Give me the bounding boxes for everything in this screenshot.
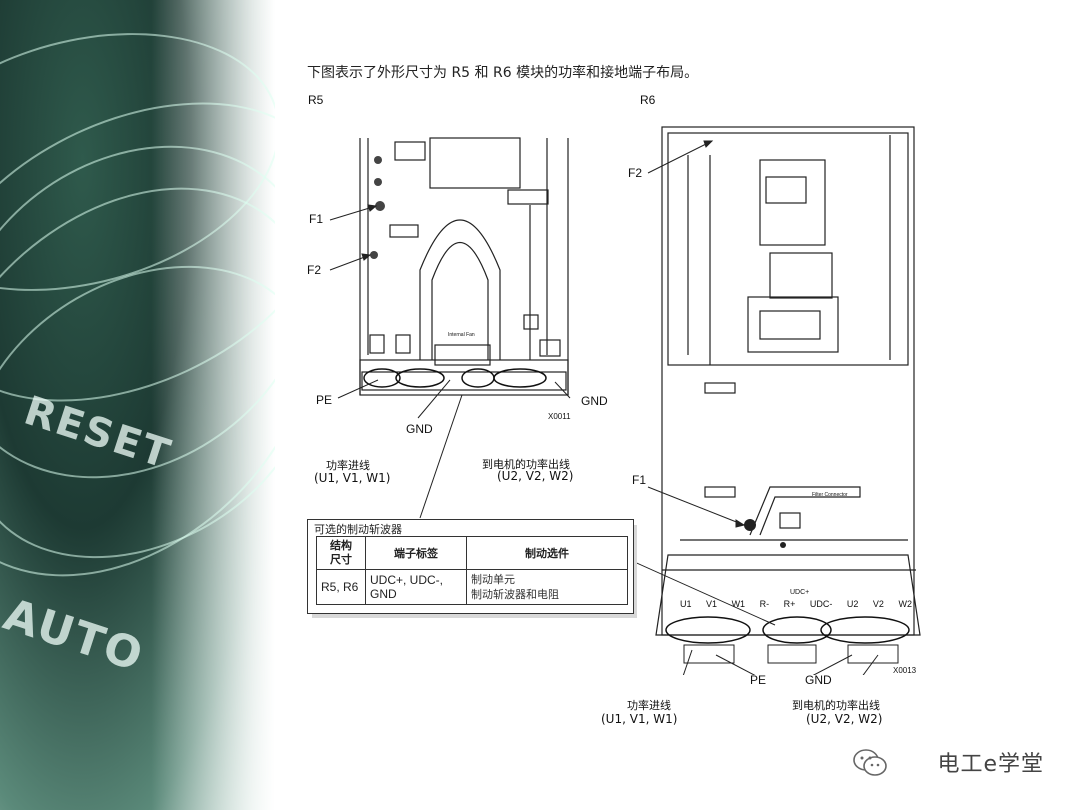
r5-label-f1: F1 <box>309 212 324 226</box>
terminal-label: V1 <box>706 599 718 609</box>
r6-label-f2: F2 <box>628 166 643 180</box>
cell-terminals-line1: UDC+, UDC-, <box>370 573 444 587</box>
r6-power-in-terms: (U1, V1, W1) <box>601 712 678 726</box>
terminal-label: R+ <box>783 599 796 609</box>
r6-label-gnd: GND <box>805 673 832 687</box>
r5-power-in-title: 功率进线 <box>326 459 370 472</box>
cell-option-line1: 制动单元 <box>471 573 515 586</box>
r6-title: R6 <box>640 93 656 107</box>
r6-label-pe: PE <box>750 673 767 687</box>
header-option: 制动选件 <box>466 536 628 570</box>
r5-diagram <box>329 137 571 419</box>
cell-option: 制动单元 制动斩波器和电阻 <box>466 569 628 605</box>
decorative-banner: RESET AUTO <box>0 0 275 810</box>
r5-fan-tag: Internal Fan <box>448 332 475 338</box>
r5-power-out-title: 到电机的功率出线 <box>482 458 570 471</box>
header-terminals: 端子标签 <box>365 536 467 570</box>
table-row: R5, R6 UDC+, UDC-, GND 制动单元 制动斩波器和电阻 <box>316 569 628 605</box>
terminal-label: R- <box>759 599 770 609</box>
page-caption: 下图表示了外形尺寸为 R5 和 R6 模块的功率和接地端子布局。 <box>307 65 699 81</box>
r6-module-tag: Filter Connector <box>812 492 848 498</box>
r6-power-out-terms: (U2, V2, W2) <box>806 712 883 726</box>
cell-option-line2: 制动斩波器和电阻 <box>471 588 559 601</box>
brake-chopper-table: 可选的制动斩波器 结构 尺寸 端子标签 制动选件 R5, R6 UDC+, UD… <box>307 519 634 614</box>
r6-power-out-title: 到电机的功率出线 <box>792 699 880 712</box>
watermark-text: 电工e学堂 <box>937 752 1044 777</box>
r5-title: R5 <box>308 93 324 107</box>
wechat-icon <box>853 749 887 776</box>
r6-power-in-title: 功率进线 <box>627 699 671 712</box>
terminal-label: U2 <box>846 599 859 609</box>
cell-terminals-line2: GND <box>370 587 397 601</box>
table-header-row: 结构 尺寸 端子标签 制动选件 <box>316 536 628 570</box>
r5-power-in-terms: (U1, V1, W1) <box>314 471 391 485</box>
r6-label-f1: F1 <box>632 473 647 487</box>
r5-power-out-terms: (U2, V2, W2) <box>497 469 574 483</box>
terminal-label: V2 <box>872 599 884 609</box>
r5-label-pe: PE <box>316 393 333 407</box>
header-size: 结构 尺寸 <box>316 536 366 570</box>
r6-udc-plus: UDC+ <box>790 589 810 596</box>
terminal-label: W2 <box>898 599 912 609</box>
r6-terminal-strip: U1 V1 W1 R- R+ UDC- U2 V2 W2 <box>680 599 912 609</box>
r5-label-f2: F2 <box>307 263 322 277</box>
terminal-label: W1 <box>731 599 746 609</box>
cell-terminals: UDC+, UDC-, GND <box>365 569 467 605</box>
r5-label-gnd-left: GND <box>406 422 433 436</box>
r5-label-gnd-right: GND <box>581 394 608 408</box>
r6-diagram <box>647 126 921 675</box>
r6-code: X0013 <box>893 666 917 675</box>
table-grid: 结构 尺寸 端子标签 制动选件 R5, R6 UDC+, UDC-, GND 制… <box>316 536 628 605</box>
cell-size: R5, R6 <box>316 569 366 605</box>
terminal-label: U1 <box>680 599 692 609</box>
terminal-label: UDC- <box>809 599 833 609</box>
table-title: 可选的制动斩波器 <box>314 523 402 536</box>
header-size-line1: 结构 <box>330 539 352 552</box>
r5-code: X0011 <box>548 412 571 421</box>
header-size-line2: 尺寸 <box>330 553 352 566</box>
